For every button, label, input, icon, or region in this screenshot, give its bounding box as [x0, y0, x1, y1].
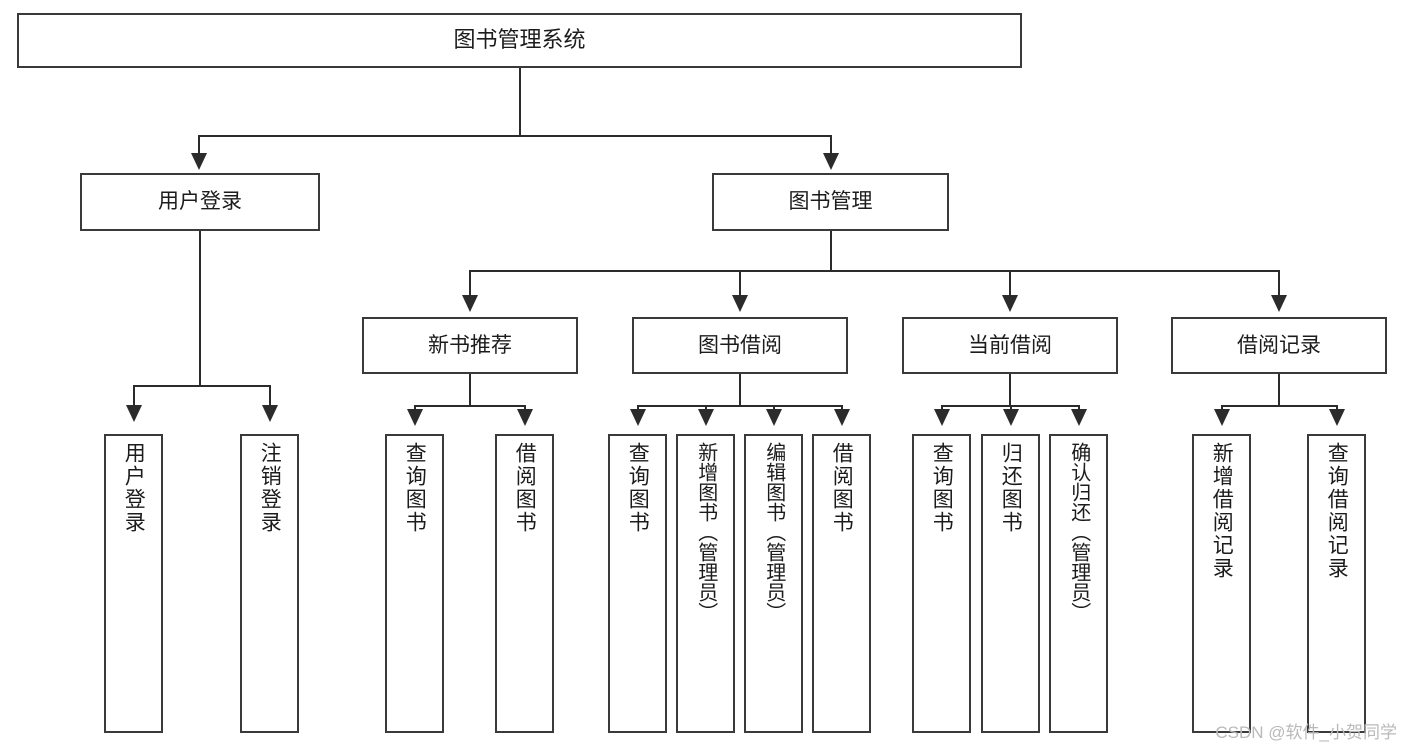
connector-to-new-book-recommend	[469, 270, 471, 297]
node-book-borrow[interactable]: 图书借阅	[632, 317, 848, 374]
leaf-query-book-1[interactable]: 查询图书	[385, 434, 444, 733]
leaf-return-book[interactable]: 归还图书	[981, 434, 1040, 733]
connector-level2-bus	[198, 135, 831, 137]
connector-user-login-stem	[199, 231, 201, 385]
arrowhead-leaf-edit-book	[766, 409, 782, 426]
leaf-borrow-book-2[interactable]: 借阅图书	[812, 434, 871, 733]
node-user-login[interactable]: 用户登录	[80, 173, 320, 231]
leaf-add-book[interactable]: 新增图书（管理员）	[676, 434, 735, 733]
arrowhead-book-borrow	[732, 295, 748, 312]
connector-book-borrow-stem	[739, 374, 741, 405]
connector-to-book-management	[830, 135, 832, 155]
node-borrow-record[interactable]: 借阅记录	[1171, 317, 1387, 374]
arrowhead-leaf-return-book	[1003, 409, 1019, 426]
connector-new-book-recommend-stem	[469, 374, 471, 405]
node-book-management[interactable]: 图书管理	[712, 173, 949, 231]
connector-borrow-record-stem	[1278, 374, 1280, 405]
arrowhead-leaf-query-book-2	[630, 409, 646, 426]
connector-to-current-borrow	[1009, 270, 1011, 297]
arrowhead-leaf-query-record	[1329, 409, 1345, 426]
connector-new-book-recommend-bus	[414, 405, 524, 407]
arrowhead-leaf-confirm-return	[1071, 409, 1087, 426]
node-current-borrow[interactable]: 当前借阅	[902, 317, 1118, 374]
arrowhead-leaf-borrow-book-2	[834, 409, 850, 426]
arrowhead-borrow-record	[1271, 295, 1287, 312]
arrowhead-leaf-borrow-book-1	[517, 409, 533, 426]
connector-to-borrow-record	[1278, 270, 1280, 297]
arrowhead-leaf-user-login	[126, 405, 142, 422]
connector-level3-bus	[469, 270, 1279, 272]
arrowhead-new-book-recommend	[462, 295, 478, 312]
leaf-edit-book[interactable]: 编辑图书（管理员）	[744, 434, 803, 733]
csdn-watermark: CSDN @软件_小贺同学	[1215, 723, 1397, 742]
node-new-book-recommend[interactable]: 新书推荐	[362, 317, 578, 374]
connector-user-login-bus	[133, 385, 269, 387]
connector-root-stem	[519, 68, 521, 135]
leaf-user-login[interactable]: 用户登录	[104, 434, 163, 733]
arrowhead-user-login	[191, 153, 207, 170]
arrowhead-leaf-query-book-1	[407, 409, 423, 426]
leaf-confirm-return[interactable]: 确认归还（管理员）	[1049, 434, 1108, 733]
connector-current-borrow-bus	[941, 405, 1078, 407]
arrowhead-leaf-query-book-3	[934, 409, 950, 426]
connector-borrow-record-bus	[1221, 405, 1336, 407]
arrowhead-leaf-add-record	[1214, 409, 1230, 426]
connector-current-borrow-stem	[1009, 374, 1011, 405]
connector-to-book-borrow	[739, 270, 741, 297]
arrowhead-leaf-add-book	[698, 409, 714, 426]
leaf-query-record[interactable]: 查询借阅记录	[1307, 434, 1366, 733]
arrowhead-book-management	[823, 153, 839, 170]
connector-book-borrow-bus	[637, 405, 841, 407]
leaf-query-book-2[interactable]: 查询图书	[608, 434, 667, 733]
arrowhead-current-borrow	[1002, 295, 1018, 312]
connector-user-login-drop-2	[269, 385, 271, 407]
connector-book-management-stem	[830, 231, 832, 270]
node-book-management-system[interactable]: 图书管理系统	[17, 13, 1022, 68]
leaf-user-logout[interactable]: 注销登录	[240, 434, 299, 733]
arrowhead-leaf-user-logout	[262, 405, 278, 422]
connector-user-login-drop-1	[133, 385, 135, 407]
leaf-borrow-book-1[interactable]: 借阅图书	[495, 434, 554, 733]
connector-to-user-login	[198, 135, 200, 155]
leaf-query-book-3[interactable]: 查询图书	[912, 434, 971, 733]
leaf-add-record[interactable]: 新增借阅记录	[1192, 434, 1251, 733]
